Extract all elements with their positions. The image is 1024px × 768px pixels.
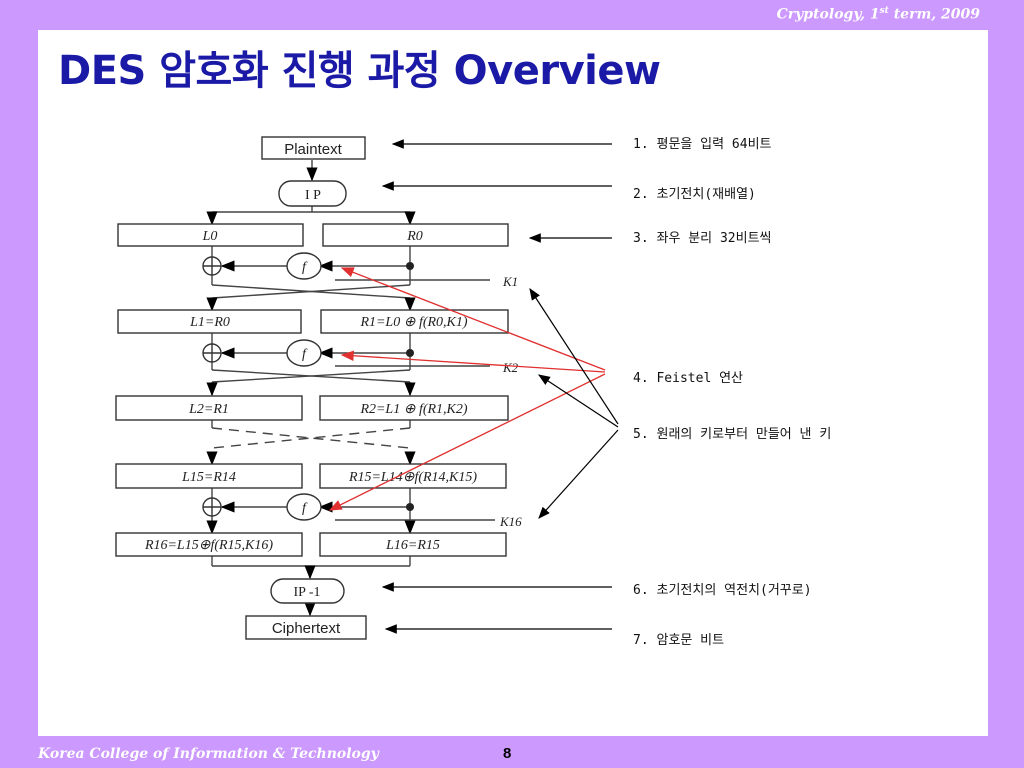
xor-1 [202, 256, 222, 276]
ip-inverse-label: IP -1 [293, 585, 320, 600]
l15-box [115, 463, 303, 489]
r1-label: R1=L0 ⊕ f(R0,K1) [359, 315, 467, 330]
course-superscript: st [879, 6, 889, 16]
f-function-1 [286, 252, 322, 280]
l0-label: L0 [202, 229, 218, 244]
ciphertext-label: Ciphertext [272, 620, 341, 637]
course-term: term, 2009 [888, 6, 980, 23]
r16-box [115, 532, 303, 557]
l15-label: L15=R14 [181, 470, 236, 485]
slide-title: DES 암호화 진행 과정 Overview [58, 48, 661, 94]
course-text: Cryptology, 1 [776, 6, 880, 23]
l2-label: L2=R1 [188, 402, 229, 417]
course-label: Cryptology, 1st term, 2009 [777, 6, 980, 23]
ip-inverse-box [270, 578, 345, 604]
note-7: 7. 암호문 비트 [633, 633, 724, 648]
f-function-2 [286, 339, 322, 367]
r16-label: R16=L15⊕f(R15,K16) [144, 538, 273, 553]
r2-label: R2=L1 ⊕ f(R1,K2) [359, 402, 467, 417]
l1-box [117, 309, 302, 334]
l0-box [117, 223, 304, 247]
f-label-16: f [302, 501, 308, 516]
f-label-2: f [302, 347, 308, 362]
ip-box [278, 180, 347, 207]
r1-box [320, 309, 509, 334]
r0-box [322, 223, 509, 247]
key-k1: K1 [502, 274, 518, 289]
plaintext-box [261, 136, 366, 160]
slide-panel [38, 30, 988, 736]
r0-label: R0 [406, 229, 423, 244]
l16-label: L16=R15 [385, 538, 440, 553]
r15-box [319, 463, 507, 489]
note-2: 2. 초기전치(재배열) [633, 187, 756, 202]
l16-box [319, 532, 507, 557]
ciphertext-box [245, 615, 367, 640]
note-5: 5. 원래의 키로부터 만들어 낸 키 [633, 427, 831, 442]
l2-box [115, 395, 303, 421]
note-3: 3. 좌우 분리 32비트씩 [633, 231, 772, 246]
page-number: 8 [503, 745, 512, 762]
ip-label: I P [305, 188, 321, 203]
f-function-16 [286, 493, 322, 521]
xor-16 [202, 497, 222, 517]
key-k2: K2 [502, 360, 519, 375]
r15-label: R15=L14⊕f(R14,K15) [348, 470, 477, 485]
xor-2 [202, 343, 222, 363]
plaintext-label: Plaintext [284, 141, 342, 158]
f-label-1: f [302, 260, 308, 275]
note-6: 6. 초기전치의 역전치(거꾸로) [633, 583, 812, 598]
note-1: 1. 평문을 입력 64비트 [633, 137, 772, 152]
l1-label: L1=R0 [189, 315, 230, 330]
r2-box [319, 395, 509, 421]
footer-school: Korea College of Information & Technolog… [38, 746, 379, 762]
note-4: 4. Feistel 연산 [633, 371, 743, 386]
key-k16: K16 [499, 514, 522, 529]
